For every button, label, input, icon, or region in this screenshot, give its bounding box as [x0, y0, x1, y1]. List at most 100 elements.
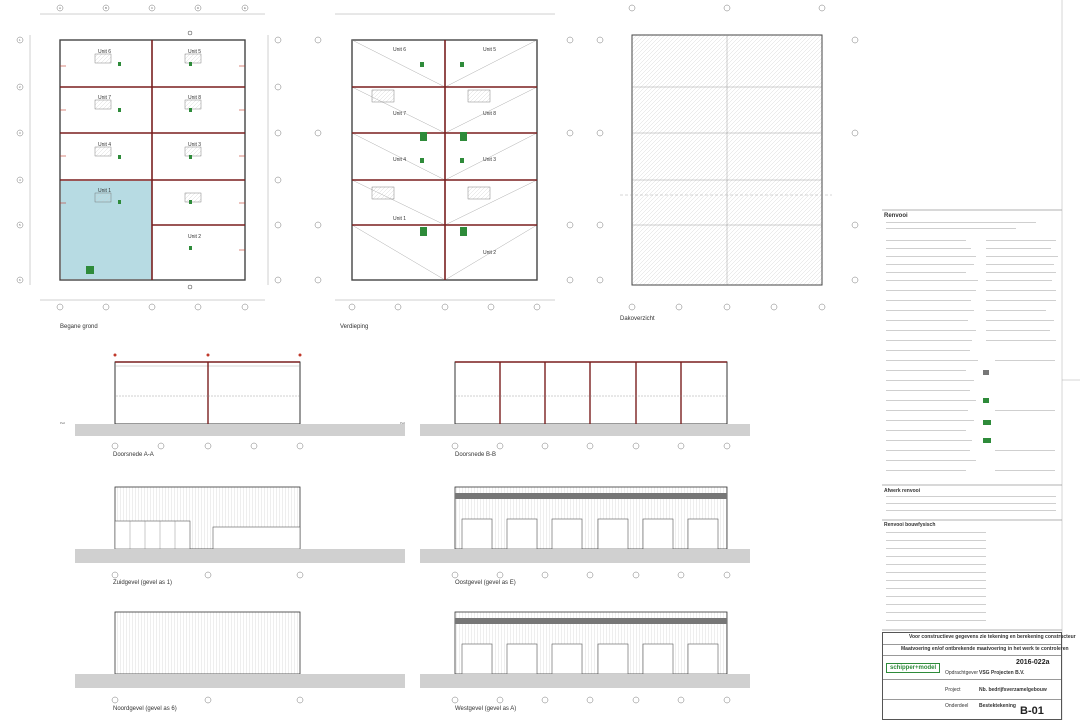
- legend-line: [995, 450, 1055, 452]
- title-block: Voor constructieve gegevens zie tekening…: [882, 632, 1076, 720]
- unit-label: Unit 5: [483, 47, 497, 53]
- legend-line: [886, 380, 974, 382]
- legend-line: [886, 290, 976, 292]
- unit-label: Unit 1: [393, 216, 407, 222]
- legend-line: [886, 556, 986, 558]
- project-label: Project: [945, 687, 961, 693]
- legend-line: [886, 440, 972, 442]
- unit-label: Unit 7: [393, 111, 407, 117]
- drawing-number: 2016-022a: [1016, 659, 1050, 666]
- legend-line: [886, 350, 970, 352]
- roof-plan: [596, 4, 859, 311]
- material-legend-title: Afwerk renvooi: [884, 488, 921, 494]
- sheet-number: B-01: [1020, 705, 1044, 717]
- legend-line: [886, 580, 986, 582]
- grid-label: 3: [19, 131, 21, 135]
- legend-line: [886, 320, 968, 322]
- legend-line: [886, 222, 1036, 224]
- constructor-note: Voor constructieve gegevens zie tekening…: [909, 634, 1076, 640]
- unit-label: Unit 3: [483, 157, 497, 163]
- view-title-west: Westgevel (gevel as A): [455, 706, 517, 712]
- legend-line: [986, 280, 1052, 282]
- subject-label: Onderdeel: [945, 703, 969, 709]
- legend-line: [886, 620, 986, 622]
- grid-label: 4: [19, 178, 21, 182]
- unit-label: Unit 3: [188, 142, 202, 148]
- legend-line: [886, 264, 974, 266]
- grid-label: E: [244, 6, 247, 10]
- subject-value: Bestektekening: [979, 703, 1016, 709]
- view-title-roof: Dakoverzicht: [620, 316, 655, 322]
- unit-label: Unit 5: [188, 49, 202, 55]
- unit-label: Unit 2: [188, 234, 202, 240]
- unit-label: Unit 1: [98, 188, 112, 194]
- view-title-upper-floor: Verdieping: [340, 324, 369, 330]
- legend-line: [995, 360, 1055, 362]
- legend-line: [886, 470, 966, 472]
- view-title-east: Oostgevel (gevel as E): [455, 580, 516, 586]
- client-value: VSG Projecten B.V.: [979, 670, 1025, 676]
- ground-floor-plan: [16, 4, 282, 311]
- legend-line: [986, 264, 1054, 266]
- level-label: Peil: [60, 421, 66, 425]
- legend-line: [886, 532, 986, 534]
- legend-line: [886, 548, 986, 550]
- level-label: Peil: [400, 421, 406, 425]
- upper-floor-plan: [314, 13, 574, 311]
- legend-line: [986, 330, 1050, 332]
- legend-line: [986, 240, 1056, 242]
- grid-label: 5: [19, 223, 21, 227]
- legend-line: [986, 310, 1046, 312]
- legend-line: [886, 510, 1056, 512]
- view-title-south: Zuidgevel (gevel as 1): [113, 580, 173, 586]
- legend-line: [986, 320, 1054, 322]
- legend-line: [886, 310, 974, 312]
- legend-line: [886, 340, 972, 342]
- legend-line: [886, 256, 976, 258]
- legend-line: [886, 370, 966, 372]
- legend-line: [986, 340, 1056, 342]
- legend-line: [986, 290, 1056, 292]
- symbol-legend-title: Renvooi bouwfysisch: [884, 522, 936, 528]
- legend-line: [986, 272, 1056, 274]
- grid-label: 2: [19, 85, 21, 89]
- view-title-ground-floor: Begane grond: [60, 324, 98, 330]
- legend-line: [886, 390, 970, 392]
- legend-line: [886, 588, 986, 590]
- grid-label: D: [197, 6, 200, 10]
- grid-label: A: [59, 6, 62, 10]
- unit-label: Unit 8: [188, 95, 202, 101]
- legend-line: [886, 240, 966, 242]
- legend-line: [886, 360, 978, 362]
- view-title-section-bb: Doorsnede B-B: [455, 452, 497, 458]
- legend-line: [886, 400, 976, 402]
- section-aa: [75, 353, 405, 450]
- client-label: Opdrachtgever: [945, 670, 979, 676]
- legend-line: [886, 572, 986, 574]
- legend-line: [886, 604, 986, 606]
- legend-line: [986, 256, 1058, 258]
- grid-label: C: [151, 6, 154, 10]
- company-logo: schipper+model: [886, 663, 941, 673]
- legend-line: [886, 460, 976, 462]
- legend-panel: [882, 0, 1080, 720]
- legend-line: [886, 540, 986, 542]
- legend-line: [886, 496, 1056, 498]
- legend-line: [886, 410, 968, 412]
- legend-line: [886, 430, 966, 432]
- legend-line: [995, 470, 1055, 472]
- grid-label: B: [105, 6, 108, 10]
- legend-line: [886, 503, 1056, 505]
- legend-line: [886, 280, 978, 282]
- section-bb: [420, 361, 750, 450]
- legend-line: [986, 300, 1056, 302]
- unit-label: Unit 2: [483, 250, 497, 256]
- project-value: Nb. bedrijfsverzamelgebouw: [979, 687, 1047, 693]
- legend-line: [995, 410, 1055, 412]
- legend-line: [886, 612, 986, 614]
- grid-label: 1: [19, 38, 21, 42]
- south-elevation: [75, 486, 405, 579]
- legend-line: [986, 248, 1051, 250]
